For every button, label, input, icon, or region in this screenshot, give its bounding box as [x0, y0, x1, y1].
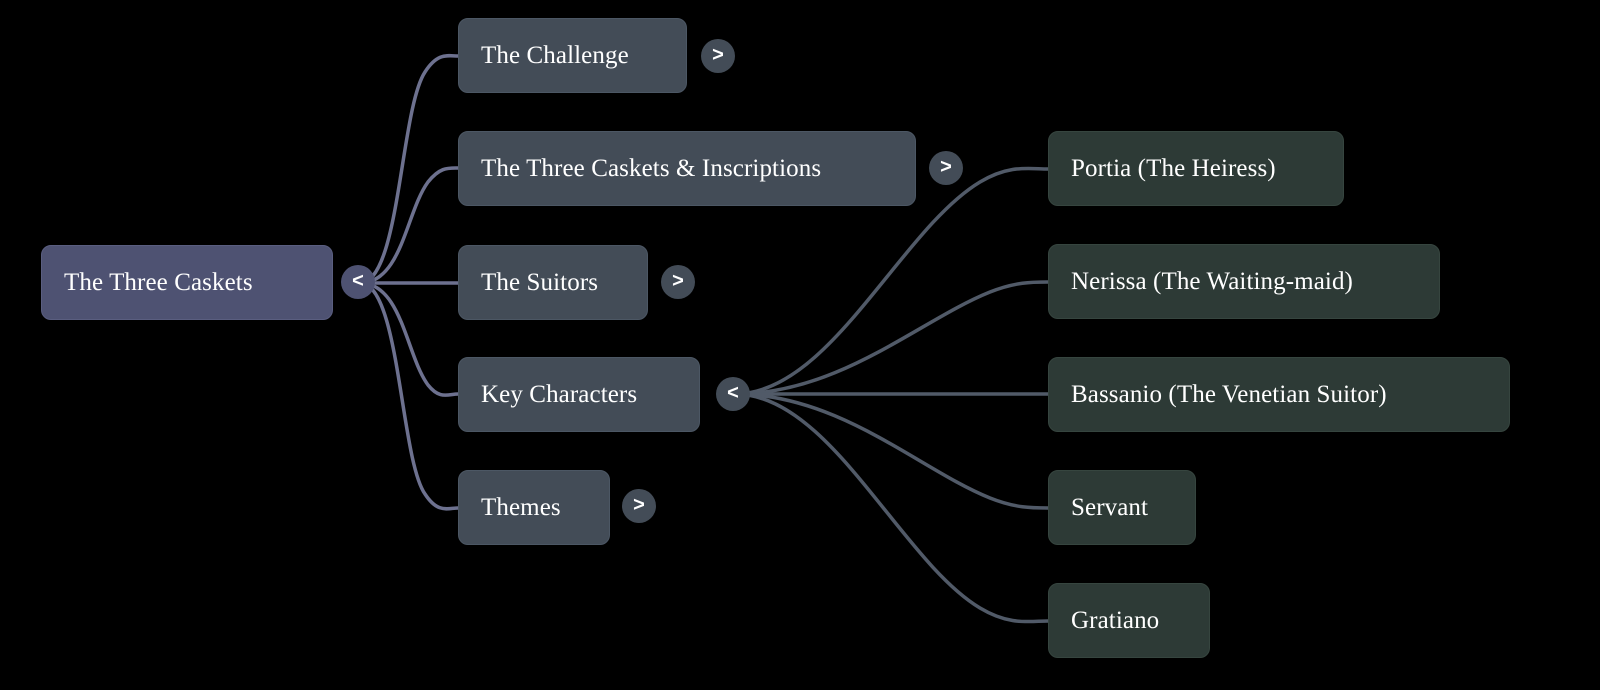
- chevron-right-icon: >: [712, 44, 724, 66]
- node-label-themes: Themes: [481, 493, 561, 521]
- edge-kc-servant: [733, 392, 1050, 510]
- node-label-portia: Portia (The Heiress): [1071, 154, 1276, 182]
- node-label-root: The Three Caskets: [64, 268, 253, 296]
- edge-kc-gratiano: [733, 392, 1050, 624]
- node-suitors[interactable]: The Suitors: [458, 245, 648, 320]
- node-label-challenge: The Challenge: [481, 41, 629, 69]
- node-label-servant: Servant: [1071, 493, 1149, 521]
- chevron-left-icon: <: [727, 382, 739, 404]
- chevron-left-icon: <: [352, 270, 364, 292]
- expand-badge-the-suitors[interactable]: >: [661, 265, 695, 299]
- key-characters-edge-group: [733, 166, 1050, 624]
- edge-root-themes: [358, 281, 460, 511]
- node-caskets-inscriptions[interactable]: The Three Caskets & Inscriptions: [458, 131, 916, 206]
- collapse-badge-root[interactable]: <: [341, 265, 375, 299]
- expand-badge-the-challenge[interactable]: >: [701, 39, 735, 73]
- node-bassanio[interactable]: Bassanio (The Venetian Suitor): [1048, 357, 1510, 432]
- edge-root-caskets: [358, 166, 460, 285]
- node-challenge[interactable]: The Challenge: [458, 18, 687, 93]
- expand-badge-caskets-inscriptions[interactable]: >: [929, 151, 963, 185]
- node-label-bassanio: Bassanio (The Venetian Suitor): [1071, 380, 1387, 408]
- node-label-gratiano: Gratiano: [1071, 606, 1160, 634]
- node-servant[interactable]: Servant: [1048, 470, 1196, 545]
- node-label-nerissa: Nerissa (The Waiting-maid): [1071, 267, 1353, 295]
- node-root[interactable]: The Three Caskets: [41, 245, 333, 320]
- chevron-right-icon: >: [940, 156, 952, 178]
- node-portia[interactable]: Portia (The Heiress): [1048, 131, 1344, 206]
- node-label-caskets-inscriptions: The Three Caskets & Inscriptions: [481, 154, 822, 182]
- node-label-suitors: The Suitors: [481, 268, 599, 296]
- edge-root-key-characters: [358, 281, 460, 397]
- edge-root-challenge: [358, 53, 460, 285]
- edge-kc-nerissa: [733, 280, 1050, 396]
- chevron-right-icon: >: [633, 494, 645, 516]
- node-key-characters[interactable]: Key Characters: [458, 357, 700, 432]
- expand-badge-themes[interactable]: >: [622, 489, 656, 523]
- node-label-key-characters: Key Characters: [481, 380, 638, 408]
- node-gratiano[interactable]: Gratiano: [1048, 583, 1210, 658]
- node-nerissa[interactable]: Nerissa (The Waiting-maid): [1048, 244, 1440, 319]
- node-themes[interactable]: Themes: [458, 470, 610, 545]
- chevron-right-icon: >: [672, 270, 684, 292]
- collapse-badge-key-characters[interactable]: <: [716, 377, 750, 411]
